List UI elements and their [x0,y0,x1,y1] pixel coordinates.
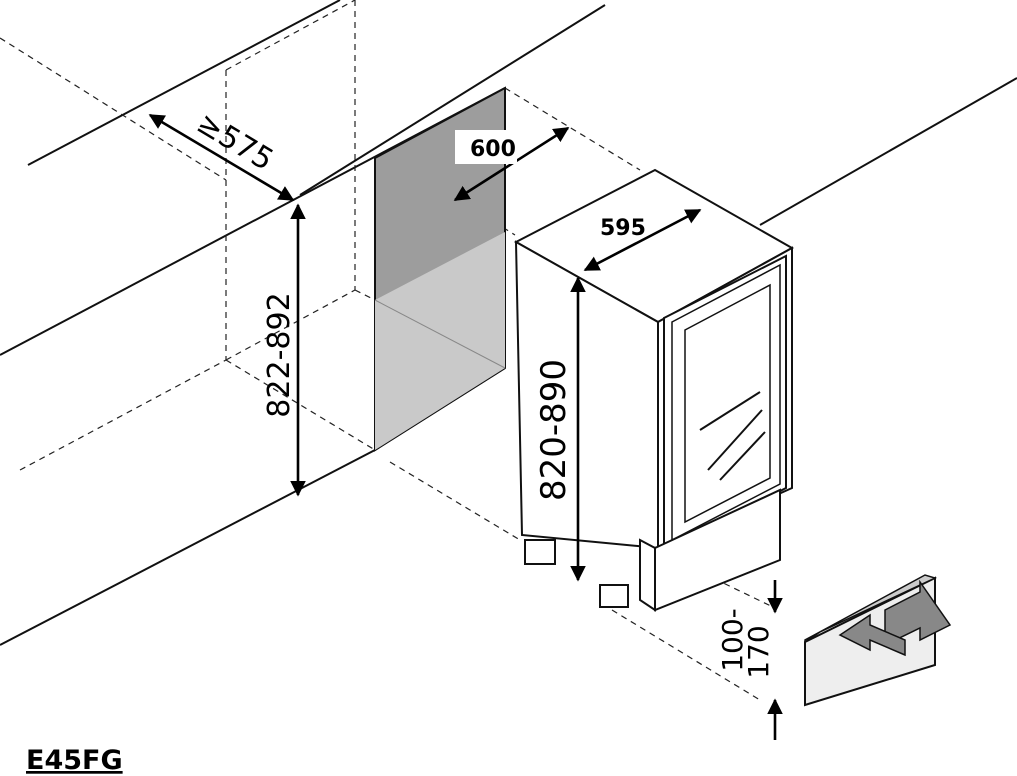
model-title: E45FG [26,745,123,776]
label-niche-width-box: 600 [455,130,517,164]
dimension-lines [148,113,783,740]
label-niche-width: 600 [470,137,516,162]
label-appliance-width: 595 [600,216,646,241]
worktop-outline [0,0,1017,646]
wine-cabinet [513,168,795,612]
label-niche-depth: ≥575 [191,106,280,178]
label-plinth-height-top: 100- [716,608,749,672]
label-plinth-height-bottom: 170 [742,625,775,678]
label-niche-height: 822-892 [262,292,297,417]
label-appliance-height: 820-890 [534,359,574,501]
plinth-inset [804,574,952,707]
